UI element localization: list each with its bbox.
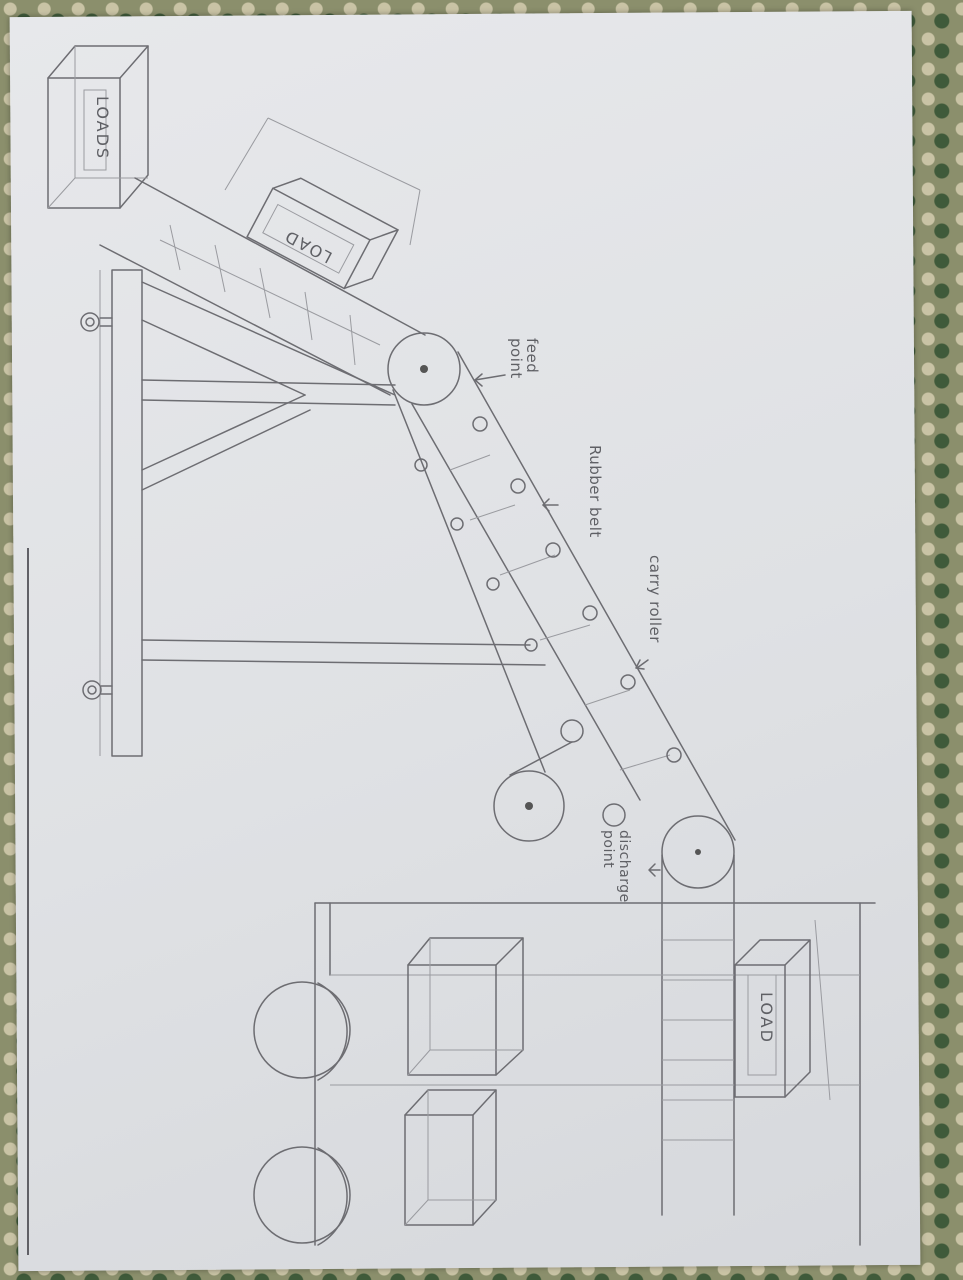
- load-box-mid: [247, 169, 398, 298]
- support-frame: [28, 270, 545, 1255]
- tail-pulley: [662, 816, 734, 888]
- snub-pulley: [494, 742, 572, 841]
- head-pulley: [388, 333, 460, 405]
- feed-point-label: feed point: [508, 338, 540, 398]
- load-label-bottom: LOAD: [757, 992, 776, 1044]
- truck: [254, 903, 875, 1245]
- lower-belt: [662, 855, 734, 1215]
- cargo-box-1: [408, 938, 523, 1075]
- carry-roller-label: carry roller: [646, 555, 664, 643]
- rubber-belt: [393, 352, 735, 840]
- cargo-box-2: [405, 1090, 496, 1225]
- annotation-arrows: [475, 374, 660, 876]
- discharge-point-label: discharge point: [600, 830, 632, 940]
- loads-label: LOADS: [93, 96, 112, 160]
- rubber-belt-label: Rubber belt: [586, 445, 604, 538]
